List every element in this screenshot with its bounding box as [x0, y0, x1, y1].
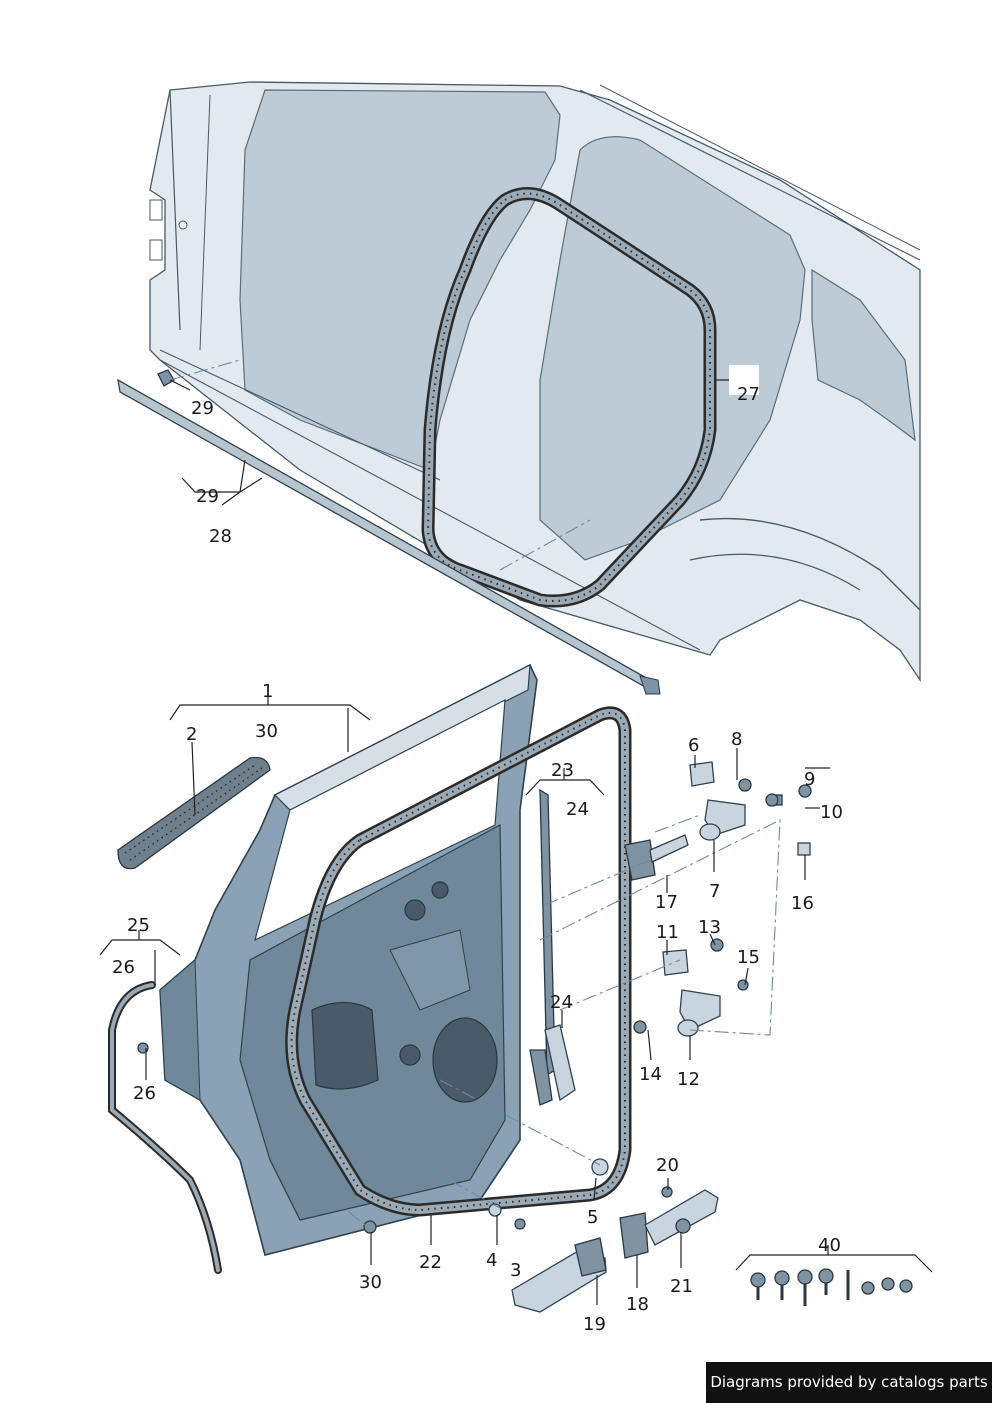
callout-3: 3: [510, 1260, 521, 1281]
clip-icon: [157, 369, 175, 387]
bolt-icon: [363, 1220, 377, 1234]
plug-icon: [591, 1158, 609, 1176]
callout-26-lower: 26: [133, 1083, 156, 1104]
credit-text: Diagrams provided by catalogs parts: [710, 1373, 988, 1391]
door-lock: [619, 1189, 719, 1259]
callout-30-lower: 30: [359, 1272, 382, 1293]
credit-banner: Diagrams provided by catalogs parts: [706, 1362, 992, 1403]
callout-17: 17: [655, 892, 678, 913]
window-trim: [117, 756, 271, 870]
bolt-icon: [738, 778, 752, 792]
assembly-lines: [169, 359, 781, 1226]
callout-27: 27: [737, 384, 760, 405]
bolt-icon: [798, 784, 812, 798]
callout-9: 9: [804, 769, 815, 790]
callout-2: 2: [186, 724, 197, 745]
rear-door-shell: [159, 663, 538, 1256]
callout-labels: 1 2 3 4 5 6 7 8 9 10 11 12 13 14 15 16 1…: [112, 365, 843, 1335]
callout-6: 6: [688, 735, 699, 756]
bolt-icon: [514, 1218, 526, 1230]
callout-15: 15: [737, 947, 760, 968]
bolt-icon: [737, 979, 749, 991]
door-handle: [511, 1237, 607, 1313]
bolt-icon: [675, 1218, 691, 1234]
callout-29-upper: 29: [191, 398, 214, 419]
callout-1: 1: [262, 681, 273, 702]
upper-hinge: [689, 761, 811, 856]
callout-14: 14: [639, 1064, 662, 1085]
callout-27-bg: [729, 365, 759, 395]
callout-22: 22: [419, 1252, 442, 1273]
door-check-strap: [624, 834, 689, 881]
bolt-icon: [661, 1186, 673, 1198]
door-opening-seal: [421, 187, 717, 608]
nut-icon: [765, 793, 779, 807]
door-seal: [285, 706, 632, 1217]
callout-11: 11: [656, 922, 679, 943]
lower-hinge: [662, 949, 721, 1037]
callout-19: 19: [583, 1314, 606, 1335]
car-body-side: [149, 81, 921, 683]
callout-18: 18: [626, 1294, 649, 1315]
callout-20: 20: [656, 1155, 679, 1176]
sill-trim-strip: [117, 369, 661, 695]
callout-30-upper: 30: [255, 721, 278, 742]
callout-21: 21: [670, 1276, 693, 1297]
callout-13: 13: [698, 917, 721, 938]
callout-16: 16: [791, 893, 814, 914]
bushing-icon: [797, 842, 811, 856]
bolt-icon: [633, 1020, 647, 1034]
callout-7: 7: [709, 881, 720, 902]
edge-seal: [108, 981, 222, 1274]
callout-10: 10: [820, 802, 843, 823]
callout-28: 28: [209, 526, 232, 547]
callout-26-upper: 26: [112, 957, 135, 978]
callout-23: 23: [551, 760, 574, 781]
leader-lines: [99, 379, 933, 1305]
callout-24-lower: 24: [550, 992, 573, 1013]
fastener-assortment: [750, 1268, 913, 1306]
window-channel: [529, 788, 576, 1106]
callout-24-upper: 24: [566, 799, 589, 820]
callout-25: 25: [127, 915, 150, 936]
callout-5: 5: [587, 1207, 598, 1228]
callout-29-lower: 29: [196, 486, 219, 507]
callout-4: 4: [486, 1250, 497, 1271]
callout-12: 12: [677, 1069, 700, 1090]
callout-40: 40: [818, 1235, 841, 1256]
callout-8: 8: [731, 729, 742, 750]
